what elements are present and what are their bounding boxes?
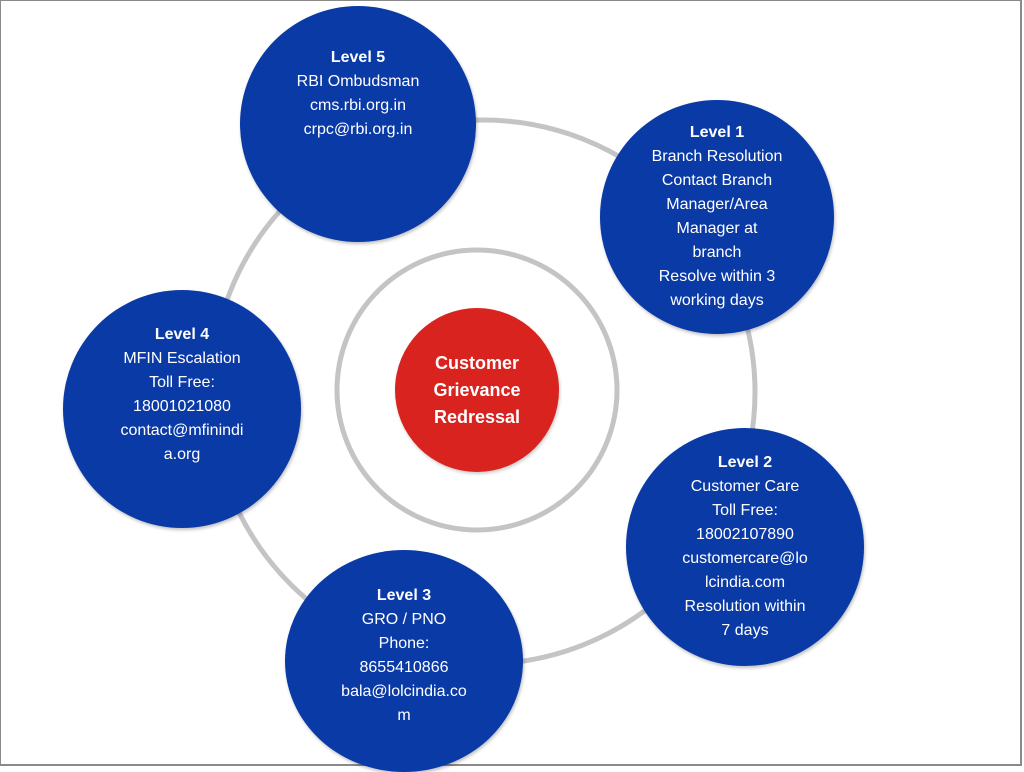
level-line: GRO / PNO <box>361 611 447 628</box>
level-line: Phone: <box>378 635 430 652</box>
center-node-customer-grievance-redressal: Customer Grievance Redressal <box>395 308 559 472</box>
level-title: Level 3 <box>376 587 432 604</box>
level-line: Branch Resolution <box>651 148 783 165</box>
level-line: Resolve within 3 <box>658 268 776 285</box>
level-line: RBI Ombudsman <box>296 73 420 90</box>
level-line: customercare@lo <box>682 550 808 567</box>
inner-ring <box>334 247 620 533</box>
level-line: 8655410866 <box>359 659 449 676</box>
level-line: Manager/Area <box>666 196 768 213</box>
level-2-node: Level 2 Customer Care Toll Free: 1800210… <box>626 428 864 666</box>
level-line: crpc@rbi.org.in <box>303 121 413 138</box>
level-line: Toll Free: <box>712 502 778 519</box>
level-title: Level 2 <box>717 454 773 471</box>
level-line: branch <box>692 244 742 261</box>
level-line: Toll Free: <box>149 374 215 391</box>
level-line: MFIN Escalation <box>123 350 241 367</box>
level-4-node: Level 4 MFIN Escalation Toll Free: 18001… <box>63 290 301 528</box>
level-3-node: Level 3 GRO / PNO Phone: 8655410866 bala… <box>285 550 523 772</box>
level-5-node: Level 5 RBI Ombudsman cms.rbi.org.in crp… <box>240 6 476 242</box>
level-line: lcindia.com <box>704 574 786 591</box>
level-line: 7 days <box>721 622 769 639</box>
level-line: Resolution within <box>684 598 806 615</box>
level-line: 18001021080 <box>133 398 231 415</box>
level-line: Contact Branch <box>661 172 773 189</box>
level-title: Level 4 <box>154 326 210 343</box>
level-line: cms.rbi.org.in <box>309 97 407 114</box>
level-line: contact@mfinindi <box>120 422 244 439</box>
level-line: Manager at <box>676 220 758 237</box>
center-line: Redressal <box>433 406 521 427</box>
level-line: m <box>397 707 411 724</box>
center-line: Customer <box>434 352 519 373</box>
level-line: 18002107890 <box>696 526 794 543</box>
level-1-node: Level 1 Branch Resolution Contact Branch… <box>600 100 834 334</box>
level-line: Customer Care <box>690 478 800 495</box>
level-title: Level 1 <box>689 124 745 141</box>
level-line: a.org <box>163 446 201 463</box>
center-line: Grievance <box>433 379 521 400</box>
level-line: working days <box>670 292 764 309</box>
level-title: Level 5 <box>330 49 386 66</box>
level-line: bala@lolcindia.co <box>341 683 467 700</box>
